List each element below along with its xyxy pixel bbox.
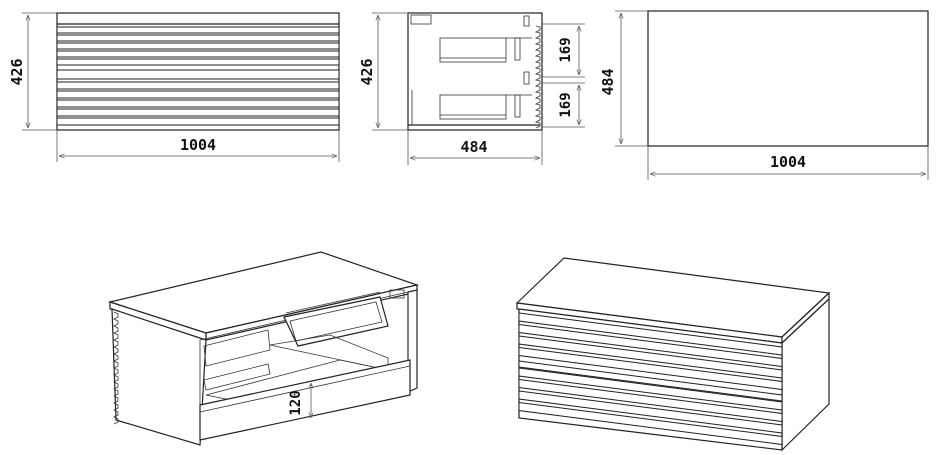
iso-open-left-shelf-lower <box>203 363 271 391</box>
iso-open-drawer-front <box>199 359 411 441</box>
front-width-label: 1004 <box>180 136 216 154</box>
side-view-clip-top <box>523 15 530 27</box>
upper-drawer-label: 169 <box>558 37 574 62</box>
front-drawer-gap <box>56 69 340 80</box>
front-stripe <box>56 58 340 66</box>
side-view-clip-middle <box>523 71 530 85</box>
iso-closed-front-stripes <box>518 312 783 446</box>
iso-open-upper-drawer <box>283 296 389 347</box>
iso-open-left-panel <box>111 308 207 446</box>
iso-open-side-profile <box>113 311 119 425</box>
top-width-label: 1004 <box>770 153 806 171</box>
top-view-outline <box>647 10 929 147</box>
front-stripe <box>56 99 340 108</box>
iso-open-view: 120 <box>107 251 420 446</box>
front-view: 426 1004 <box>8 12 340 162</box>
iso-closed-view <box>515 257 831 452</box>
front-stripe <box>56 26 340 34</box>
front-stripe <box>56 42 340 50</box>
iso-open-upper-drawer-inner <box>289 301 383 342</box>
iso-open-lower-drawer-side <box>269 334 389 371</box>
iso-open-drawer-height-label: 120 <box>288 390 304 415</box>
side-width-label: 484 <box>460 138 487 156</box>
iso-stripe <box>518 335 783 379</box>
front-drawer-stripes <box>56 26 340 126</box>
side-front-profile <box>534 25 541 129</box>
iso-stripe <box>518 401 783 446</box>
lower-drawer-divider <box>514 94 521 118</box>
iso-open-upper-rail <box>285 291 381 314</box>
front-stripe <box>56 50 340 58</box>
front-stripe <box>56 90 340 99</box>
front-stripe <box>56 108 340 117</box>
iso-stripe <box>518 378 783 423</box>
iso-stripe <box>518 312 783 356</box>
iso-stripe <box>518 367 783 411</box>
upper-drawer-box <box>439 37 507 63</box>
iso-stripe <box>518 346 783 391</box>
iso-stripe <box>518 323 783 368</box>
front-stripe <box>56 34 340 42</box>
lower-drawer-label: 169 <box>558 92 574 117</box>
top-depth-label: 484 <box>599 68 617 95</box>
iso-stripe <box>518 390 783 434</box>
lower-drawer-box <box>439 94 507 120</box>
top-view: 484 1004 <box>599 10 929 180</box>
front-stripe <box>56 117 340 126</box>
upper-drawer-divider <box>514 37 521 61</box>
front-height-label: 426 <box>8 58 26 85</box>
side-view: 426 484 169 169 <box>358 12 585 165</box>
side-height-label: 426 <box>358 58 376 85</box>
iso-open-fitting <box>389 289 405 299</box>
iso-open-drawer-front-lip <box>199 365 411 413</box>
iso-drawer-gap <box>518 360 783 402</box>
front-stripe <box>56 81 340 90</box>
side-view-outline <box>407 12 543 131</box>
side-view-fitting <box>410 14 432 25</box>
iso-open-left-shelf-upper <box>203 329 271 367</box>
